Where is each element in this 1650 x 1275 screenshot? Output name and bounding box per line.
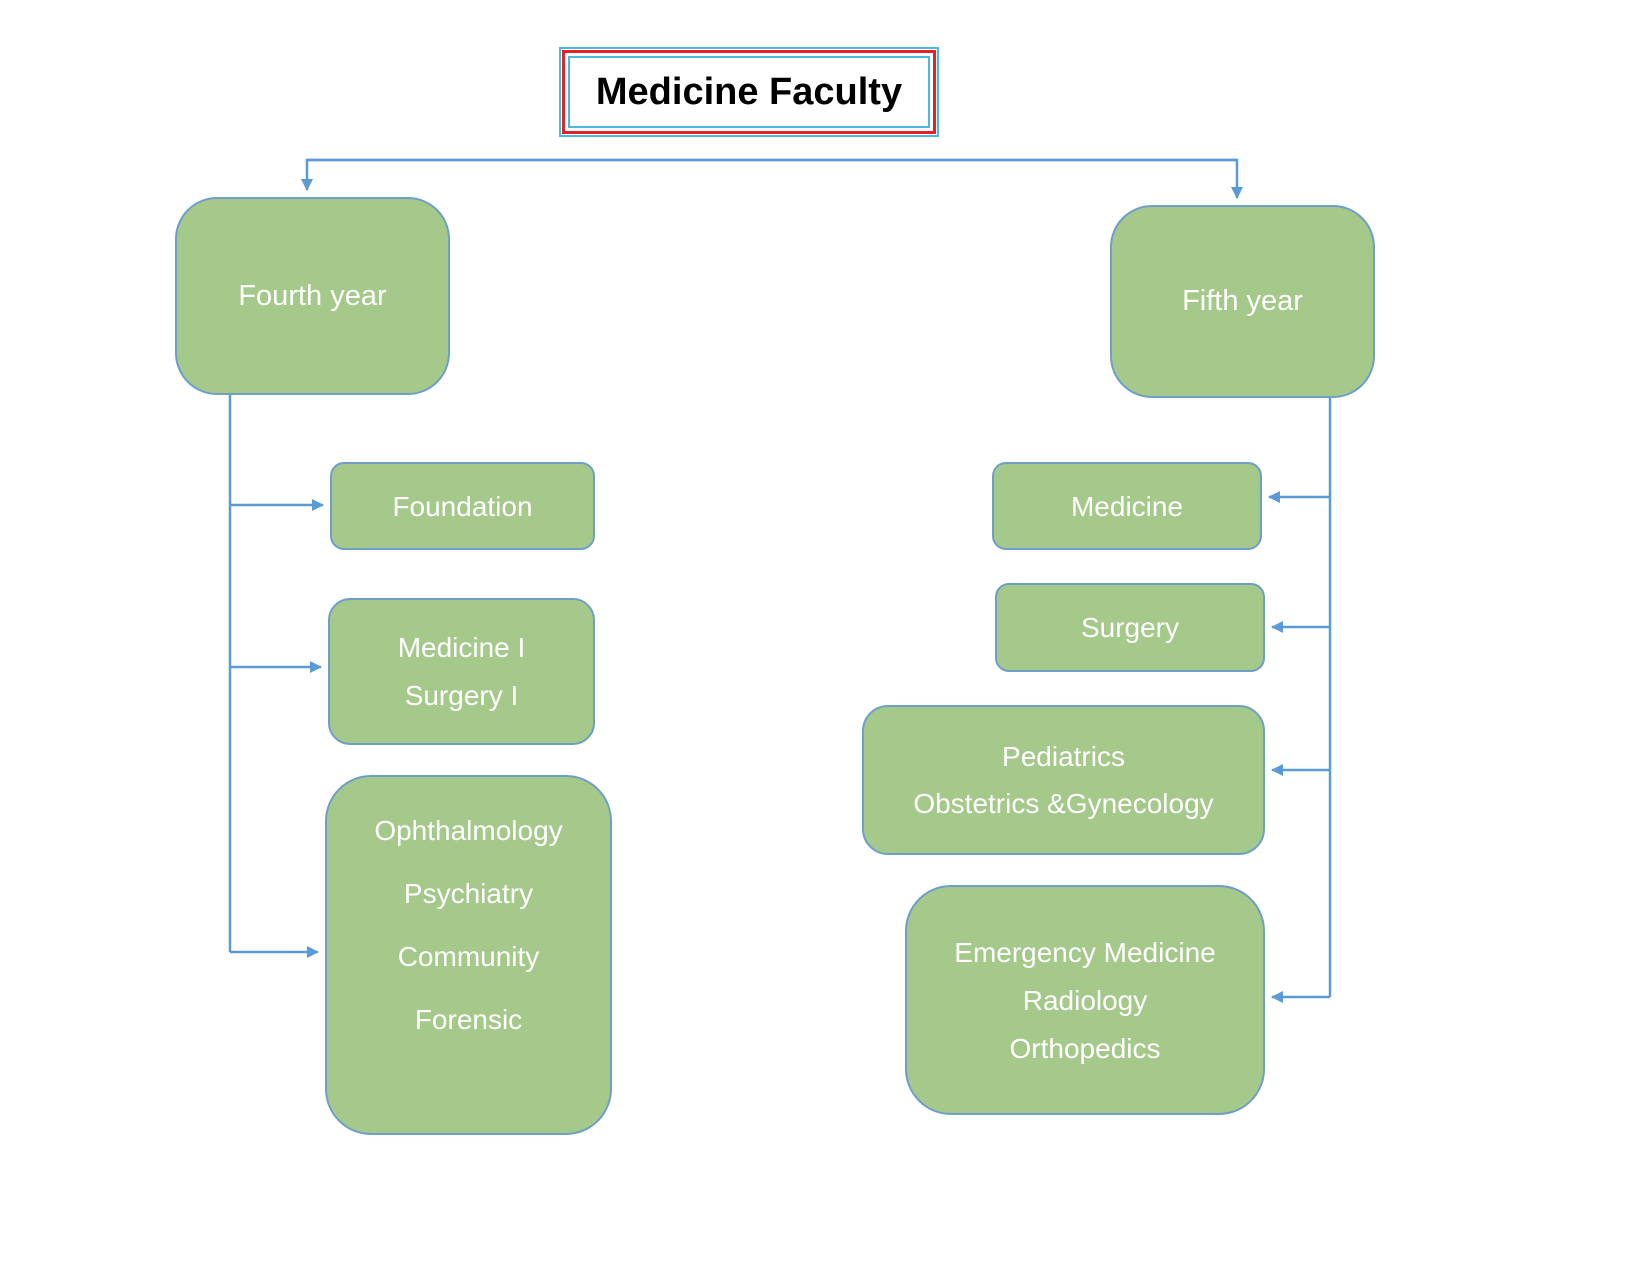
node-label: Emergency Medicine [954,936,1216,968]
node-label: Medicine [1070,490,1184,522]
node-medicine1-surgery1: Medicine I Surgery I [328,598,595,745]
node-label: Pediatrics [1002,741,1125,772]
node-label: Forensic [414,1004,523,1035]
chart-title: Medicine Faculty [595,70,903,113]
node-pediatrics-obgyn: Pediatrics Obstetrics &Gynecology [862,705,1265,855]
node-emergency-group: Emergency Medicine Radiology Orthopedics [905,885,1265,1115]
node-ophthalmology-group: Ophthalmology Psychiatry Community Foren… [325,775,612,1135]
node-label: Orthopedics [1009,1032,1161,1064]
node-fourth-year: Fourth year [175,197,450,395]
node-fifth-year: Fifth year [1110,205,1375,398]
node-label: Fourth year [238,279,387,312]
node-label: Surgery [1080,612,1180,643]
node-label: Foundation [392,490,533,522]
node-foundation: Foundation [330,462,595,550]
node-surgery: Surgery [995,583,1265,672]
node-medicine: Medicine [992,462,1262,550]
node-label: Ophthalmology [374,815,563,846]
node-label: Psychiatry [403,878,534,909]
node-label: Fifth year [1182,285,1303,318]
node-label: Radiology [1022,984,1148,1016]
node-label: Obstetrics &Gynecology [913,788,1214,819]
chart-title-box: Medicine Faculty [559,47,939,137]
node-label: Medicine I [397,632,526,663]
node-label: Surgery I [404,680,519,711]
node-label: Community [397,941,540,972]
